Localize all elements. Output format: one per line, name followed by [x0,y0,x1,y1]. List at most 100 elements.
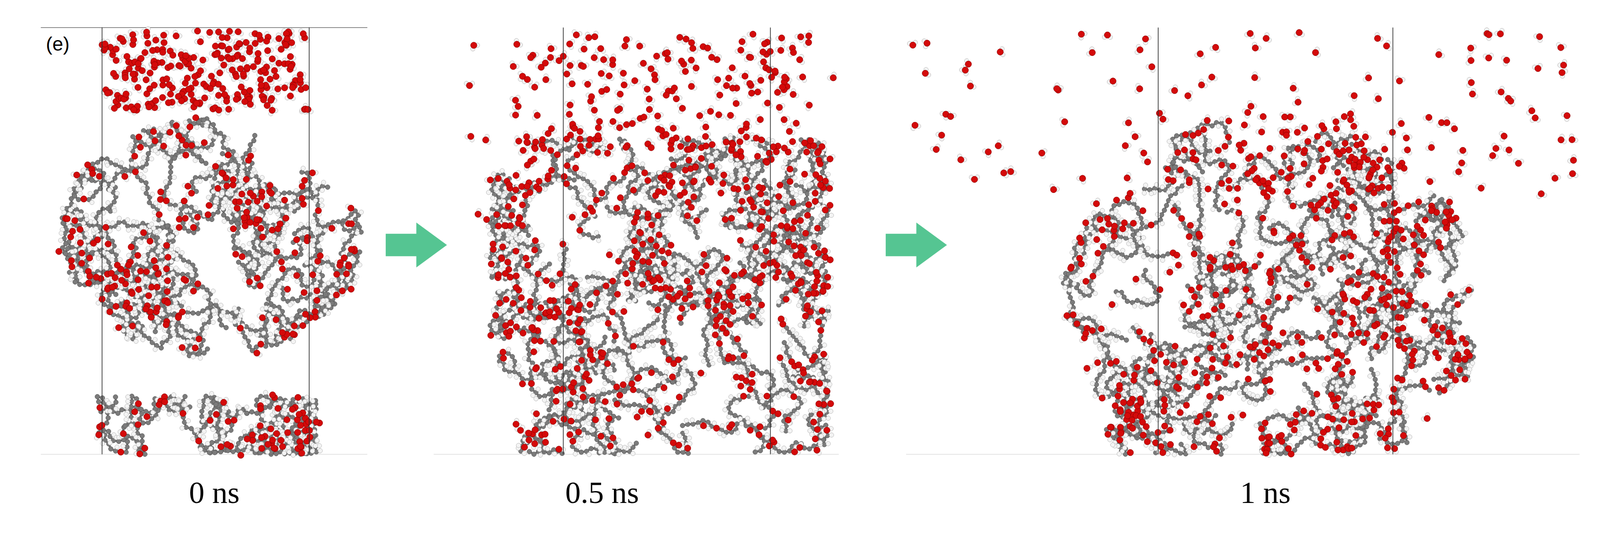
carbon-atom [355,221,361,227]
carbon-atom [188,426,194,432]
carbon-atom [89,177,95,183]
carbon-atom [235,230,241,236]
carbon-atom [172,155,178,161]
carbon-atom [123,449,129,455]
carbon-atom [278,254,284,260]
carbon-atom [178,211,184,217]
carbon-atom [329,262,335,268]
carbon-atom [234,221,240,226]
carbon-atom [108,446,114,452]
carbon-atom [223,325,229,331]
carbon-atom [207,314,213,320]
carbon-atom [247,142,253,148]
carbon-atom [170,276,176,282]
carbon-atom [252,133,258,138]
carbon-atom [125,439,130,444]
carbon-atom [113,291,119,297]
carbon-atom [93,189,99,195]
carbon-atom [254,397,260,403]
carbon-atom [624,245,630,251]
carbon-atom [311,277,317,283]
carbon-atom [284,255,289,261]
carbon-atom [678,321,684,326]
carbon-atom [164,223,170,229]
carbon-atom [191,277,196,283]
carbon-atom [273,451,279,457]
carbon-atom [249,409,255,415]
molecules [55,26,1579,459]
carbon-atom [203,393,209,399]
carbon-atom [209,142,215,148]
carbon-atom [190,310,196,316]
carbon-atom [105,206,111,211]
carbon-atom [199,158,204,163]
carbon-atom [221,212,227,218]
carbon-atom [143,180,149,186]
carbon-atom [218,130,223,136]
carbon-atom [145,151,151,157]
carbon-atom [254,410,260,416]
carbon-atom [191,230,197,236]
carbon-atom [672,194,678,200]
carbon-atom [358,229,364,235]
carbon-atom [209,440,215,446]
carbon-atom [220,151,226,157]
carbon-atom [146,336,152,341]
carbon-atom [290,296,296,302]
carbon-atom [200,308,206,314]
carbon-atom [77,281,83,287]
carbon-atom [550,162,556,167]
carbon-atom [244,410,250,416]
carbon-atom [242,334,248,340]
carbon-atom [281,190,287,196]
carbon-atom [636,388,642,394]
carbon-atom [225,147,231,153]
carbon-atom [297,308,303,314]
carbon-atom [139,433,145,439]
carbon-atom [247,250,252,255]
carbon-atom [694,235,700,241]
carbon-atom [324,286,329,292]
carbon-atom [549,137,555,143]
carbon-atom [299,188,305,194]
carbon-atom [761,178,767,184]
carbon-atom [158,345,164,351]
carbon-atom [65,246,71,252]
carbon-atom [138,406,144,412]
carbon-atom [295,313,300,318]
carbon-atom [152,329,158,335]
carbon-atom [99,395,105,401]
carbon-atom [317,247,323,253]
carbon-atom [192,267,198,273]
carbon-atom [130,134,136,140]
carbon-atom [232,216,237,222]
carbon-atom [170,238,176,244]
carbon-atom [208,301,214,307]
carbon-atom [72,193,78,199]
carbon-atom [817,417,823,422]
carbon-atom [106,428,111,434]
carbon-atom [188,328,194,334]
carbon-atom [287,190,292,196]
carbon-atom [183,424,189,430]
carbon-atom [144,185,150,191]
carbon-atom [199,408,205,414]
carbon-atom [348,211,354,217]
carbon-atom [199,326,205,332]
carbon-atom [139,438,145,444]
carbon-atom [170,281,176,287]
carbon-atom [236,259,241,265]
carbon-atom [349,233,355,239]
carbon-atom [204,287,210,293]
carbon-atom [205,346,211,352]
carbon-atom [336,219,341,225]
carbon-atom [685,450,691,456]
carbon-atom [353,217,359,222]
carbon-atom [168,164,174,170]
carbon-atom [128,404,134,410]
carbon-atom [251,138,257,144]
carbon-atom [125,223,131,229]
carbon-atom [147,200,152,206]
carbon-atom [145,420,151,425]
carbon-atom [793,182,799,188]
